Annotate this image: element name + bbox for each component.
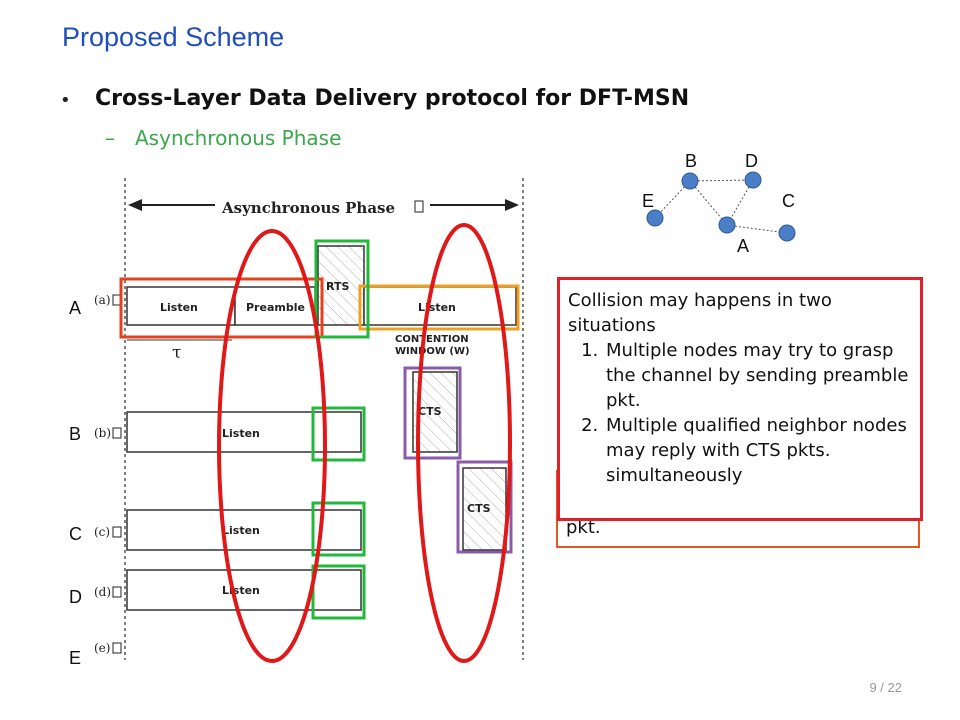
highlight-c-rx-box [311,501,366,557]
tau-label: τ [172,343,181,363]
block-a-rts-label: RTS [326,280,349,293]
note-intro: Collision may happens in two situations [568,290,832,336]
collision-note: Collision may happens in two situations … [557,277,923,521]
edge-b-d [689,179,754,182]
row-tag-e: (e) [94,641,110,655]
row-label-e: E [69,648,82,668]
row-tag-b: (b) [94,426,111,440]
node-label-a: A [737,236,749,256]
slide-title: Proposed Scheme [62,22,285,52]
sub-bullet-marker: – [105,126,115,150]
block-c-cts-label: CTS [467,502,491,515]
block-a-listen-2-label: Listen [418,301,456,314]
header-arrow-right-head [505,199,519,211]
highlight-c-cts-box [456,460,513,554]
node-label-d: D [745,151,758,171]
node-label-e: E [642,191,654,211]
row-label-c: C [69,524,82,544]
edge-d-a [726,179,754,226]
highlight-contention-box [358,284,520,331]
page-number: 9 / 22 [869,680,902,695]
bullet-marker: • [60,90,71,111]
node-label-c: C [782,191,795,211]
network-diagram: B D E C A [642,151,796,256]
main-bullet: Cross-Layer Data Delivery protocol for D… [95,86,690,111]
block-d-listen [126,569,362,611]
block-a-listen-2 [363,286,517,326]
row-label-b: B [69,424,82,444]
note-item-1: Multiple nodes may try to grasp the chan… [604,338,912,413]
sub-bullet: Asynchronous Phase [135,126,342,150]
collision-ellipse-cts [416,223,512,663]
block-b-listen-label: Listen [222,427,260,440]
highlight-b-cts-box [403,366,462,460]
highlight-d-rx-box [311,564,366,620]
note-item-2: Multiple qualified neighbor nodes may re… [604,413,912,488]
block-b-listen [126,411,362,453]
highlight-b-rx-box [311,406,366,462]
node-b [681,172,699,190]
row-tag-a: (a) [94,293,111,307]
node-c [778,224,796,242]
block-d-listen-label: Listen [222,584,260,597]
node-label-b: B [685,151,697,171]
node-a [718,216,736,234]
row-label-a: A [69,298,82,318]
highlight-rts-box [314,239,370,339]
node-d [744,171,762,189]
header-arrow-left-head [128,199,142,211]
node-e [646,209,664,227]
block-b-cts-label: CTS [418,405,442,418]
row-tag-c: (c) [94,525,110,539]
row-tag-d: (d) [94,585,111,599]
row-label-d: D [69,587,82,607]
contention-label-2: WINDOW (W) [395,346,470,357]
block-a-listen-label: Listen [160,301,198,314]
header-label: Asynchronous Phase [221,199,395,217]
edge-a-c [726,224,788,234]
note-list: Multiple nodes may try to grasp the chan… [568,338,912,488]
note-underlay-text: pkt. [566,517,601,538]
edge-b-a [689,180,728,226]
contention-label-1: CONTENTION [395,334,469,345]
highlight-preamble-box [119,277,324,339]
block-c-listen-label: Listen [222,524,260,537]
header-glyph-box [414,200,424,213]
collision-ellipse-preamble [217,229,327,663]
block-a-preamble-label: Preamble [246,301,305,314]
